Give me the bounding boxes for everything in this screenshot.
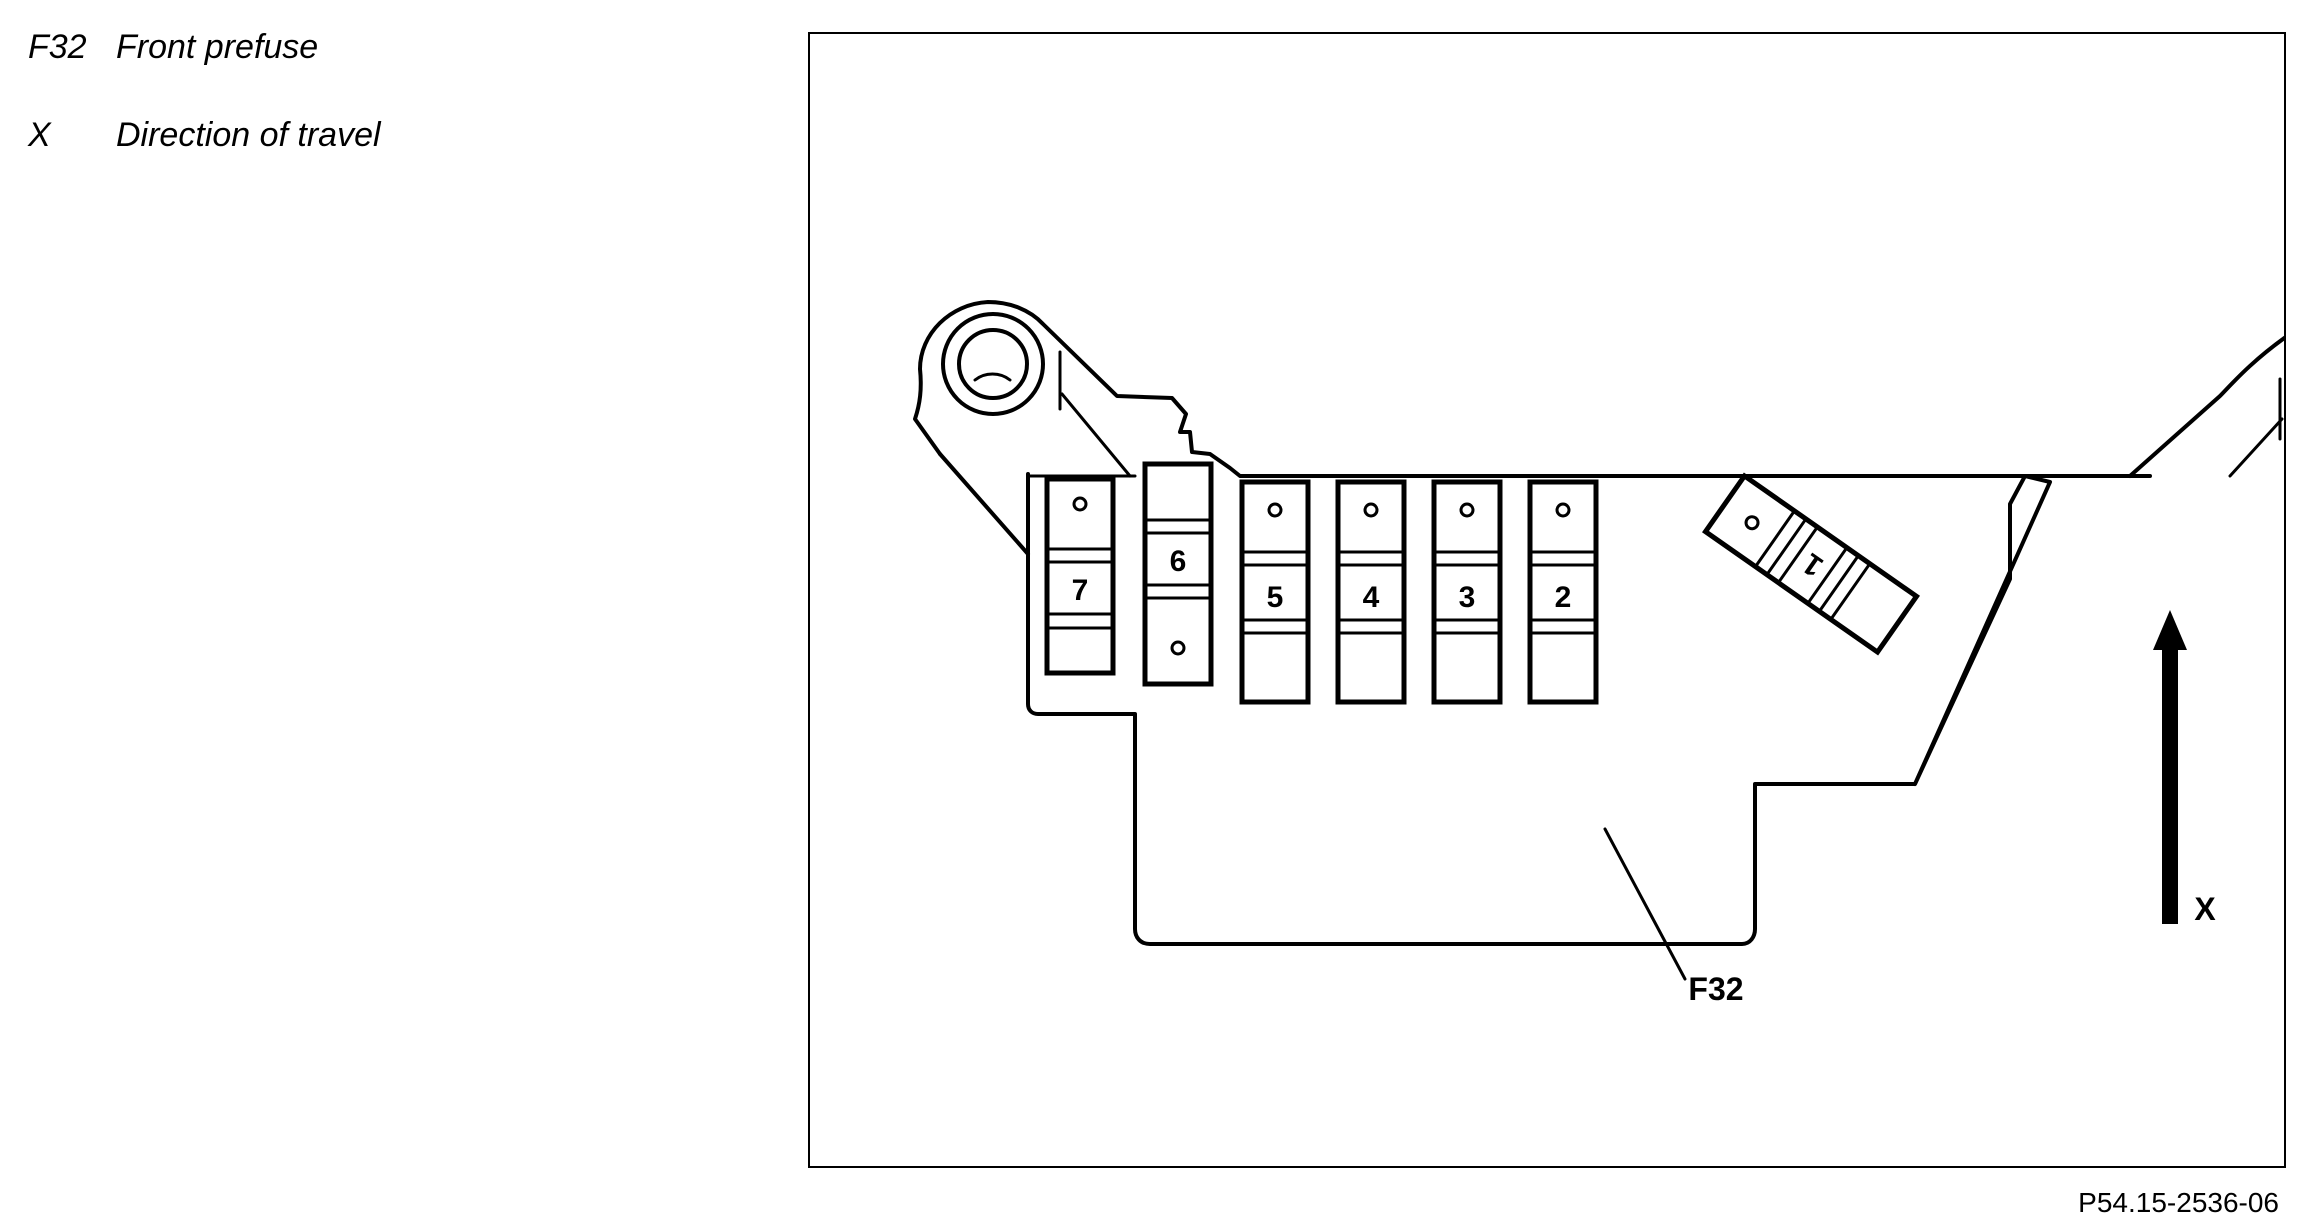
fuse-label-2: 2 bbox=[1555, 581, 1572, 614]
direction-label-x: X bbox=[2194, 891, 2216, 927]
figure-reference: P54.15-2536-06 bbox=[2078, 1187, 2279, 1218]
legend-item-f32: F32 Front prefuse bbox=[28, 22, 728, 72]
legend-code: F32 bbox=[28, 28, 87, 66]
f32-leader-line bbox=[1603, 827, 1687, 981]
fuse-label-4: 4 bbox=[1363, 581, 1380, 614]
direction-arrow bbox=[2153, 610, 2187, 924]
fuse-4 bbox=[1335, 479, 1407, 705]
right-mounting-lug bbox=[2128, 335, 2284, 478]
legend-description: Direction of travel bbox=[116, 116, 381, 154]
fuse-1: 1 bbox=[1702, 472, 1920, 656]
legend-code: X bbox=[28, 116, 51, 154]
fuse-5 bbox=[1239, 479, 1311, 705]
fuse-label-5: 5 bbox=[1267, 581, 1284, 614]
legend-description: Front prefuse bbox=[116, 28, 319, 66]
fuse-3 bbox=[1431, 479, 1503, 705]
fuse-2 bbox=[1527, 479, 1599, 705]
figure-frame: 7 6 5 4 bbox=[808, 32, 2286, 1168]
fuse-label-7: 7 bbox=[1072, 574, 1089, 607]
fuse-box-body bbox=[1026, 472, 2052, 946]
fuse-box-diagram: 7 6 5 4 bbox=[913, 300, 2284, 1007]
fuse-label-6: 6 bbox=[1170, 545, 1187, 578]
legend-item-x: X Direction of travel bbox=[28, 110, 728, 160]
fuse-label-3: 3 bbox=[1459, 581, 1476, 614]
fuse-6 bbox=[1142, 461, 1214, 687]
left-mounting-lug bbox=[913, 300, 2152, 478]
component-label-f32: F32 bbox=[1688, 971, 1743, 1007]
fuse-7 bbox=[1044, 476, 1116, 676]
